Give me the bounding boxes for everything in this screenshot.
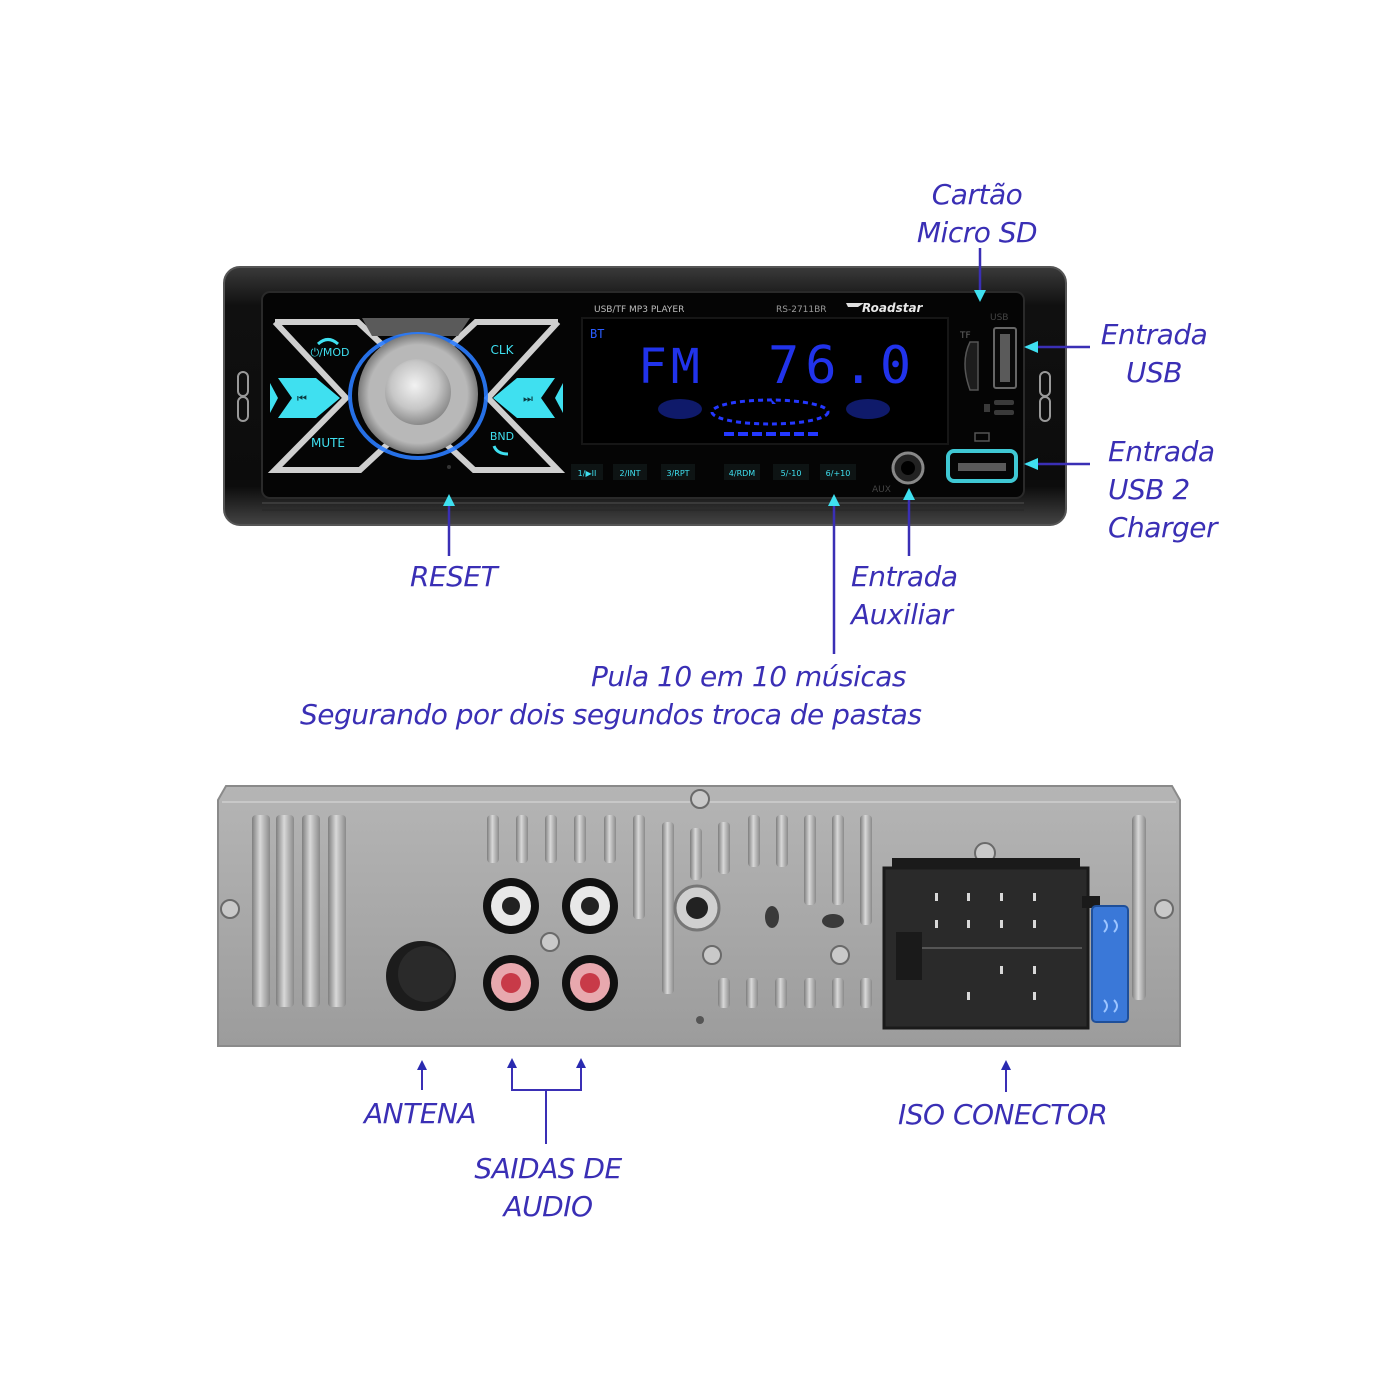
preset-3-button[interactable]: 3/RPT — [661, 464, 695, 480]
svg-text:Roadstar: Roadstar — [862, 301, 924, 315]
band-readout: FM — [638, 339, 704, 395]
aux-jack[interactable]: AUX — [872, 451, 925, 495]
usb2-callout: Entrada USB 2 Charger — [1108, 433, 1217, 547]
extra-rca-socket — [673, 884, 721, 932]
bt-indicator: BT — [590, 327, 604, 341]
brand-logo: Roadstar — [846, 301, 924, 315]
eq-left-icon — [658, 399, 702, 419]
reset-callout: RESET — [410, 560, 498, 593]
svg-text:BND: BND — [490, 430, 514, 443]
mode-button[interactable]: ⏻/MOD — [310, 338, 350, 360]
callout-line: Segurando por dois segundos troca de pas… — [300, 698, 922, 731]
tf-slot-label: TF — [959, 331, 971, 341]
callout-line: Entrada — [851, 560, 958, 593]
prev-track-button[interactable] — [278, 378, 340, 418]
eq-right-icon — [846, 399, 890, 419]
svg-text:⏻/MOD: ⏻/MOD — [310, 346, 349, 359]
clock-button[interactable]: CLK — [491, 343, 515, 357]
speaker-icon — [984, 400, 1014, 415]
skip-callout: Pula 10 em 10 músicas Segurando por dois… — [300, 658, 922, 734]
prev-icon: ⏮ — [297, 392, 307, 405]
callout-line: SAIDAS DE — [474, 1152, 622, 1185]
svg-text:2/INT: 2/INT — [619, 469, 640, 478]
product-line-text: USB/TF MP3 PLAYER — [594, 305, 684, 315]
antenna-callout: ANTENA — [364, 1097, 477, 1130]
svg-text:6/+10: 6/+10 — [826, 469, 851, 478]
level-bar — [724, 432, 818, 436]
rca-red-right[interactable] — [562, 955, 618, 1011]
phone-answer-icon — [492, 445, 509, 456]
next-icon: ⏭ — [523, 392, 533, 405]
right-release-clip — [1039, 371, 1051, 422]
rca-outputs[interactable] — [483, 878, 618, 1011]
reset-hole[interactable] — [447, 465, 451, 469]
callout-line: USB 2 — [1108, 473, 1190, 506]
lcd-display: BT FM 76.0 — [581, 317, 949, 445]
callout-line: Charger — [1108, 511, 1217, 544]
antenna-socket[interactable] — [386, 941, 456, 1011]
preset-buttons: 1/▶II 2/INT 3/RPT 4/RDM 5/-10 6/+10 — [571, 464, 856, 480]
knob-center-button[interactable] — [385, 359, 451, 425]
callout-line: Cartão — [931, 178, 1023, 211]
usb-port-label: USB — [990, 313, 1008, 323]
iso-callout: ISO CONECTOR — [898, 1098, 1108, 1131]
rca-white-left[interactable] — [483, 878, 539, 934]
svg-text:1/▶II: 1/▶II — [578, 469, 597, 478]
callout-line: USB — [1126, 356, 1182, 389]
svg-text:5/-10: 5/-10 — [781, 469, 802, 478]
preset-1-button[interactable]: 1/▶II — [571, 464, 603, 480]
mute-button[interactable]: MUTE — [311, 436, 345, 450]
svg-text:4/RDM: 4/RDM — [729, 469, 756, 478]
fuse — [1091, 905, 1129, 1023]
preset-4-button[interactable]: 4/RDM — [724, 464, 760, 480]
preset-5-button[interactable]: 5/-10 — [773, 464, 809, 480]
phone-hangup-icon — [316, 338, 340, 346]
control-pad: ⏻/MOD CLK MUTE BND ⏮ ⏭ — [267, 318, 566, 473]
frequency-readout: 76.0 — [768, 336, 917, 396]
front-callout-lines — [447, 248, 1090, 654]
band-button[interactable]: BND — [490, 430, 514, 456]
micro-sd-slot[interactable] — [964, 341, 979, 391]
usb-callout: Entrada USB — [1092, 316, 1216, 392]
left-release-clip — [237, 371, 249, 422]
callout-line: Auxiliar — [851, 598, 953, 631]
disc-animation-icon — [710, 398, 830, 426]
rear-callout-lines — [421, 1068, 1007, 1144]
model-number: RS-2711BR — [776, 305, 827, 315]
next-track-button[interactable] — [493, 378, 555, 418]
svg-text:3/RPT: 3/RPT — [666, 469, 689, 478]
callout-line: Entrada — [1108, 435, 1215, 468]
preset-2-button[interactable]: 2/INT — [613, 464, 647, 480]
callout-line: Micro SD — [916, 216, 1038, 249]
rear-callout-arrowheads — [417, 1058, 1011, 1070]
callout-line: Pula 10 em 10 músicas — [591, 660, 906, 693]
svg-text:AUX: AUX — [872, 485, 891, 495]
callout-line: Entrada — [1100, 318, 1208, 351]
audio-out-callout: SAIDAS DE AUDIO — [466, 1150, 630, 1226]
aux-callout: Entrada Auxiliar — [851, 558, 958, 634]
rca-red-left[interactable] — [483, 955, 539, 1011]
rca-white-right[interactable] — [562, 878, 618, 934]
iso-connector[interactable] — [882, 858, 1100, 1030]
callout-line: AUDIO — [503, 1190, 593, 1223]
battery-icon — [974, 432, 990, 442]
preset-6-button[interactable]: 6/+10 — [820, 464, 856, 480]
micro-sd-callout: Cartão Micro SD — [912, 176, 1042, 252]
front-callout-arrowheads — [443, 290, 1038, 506]
